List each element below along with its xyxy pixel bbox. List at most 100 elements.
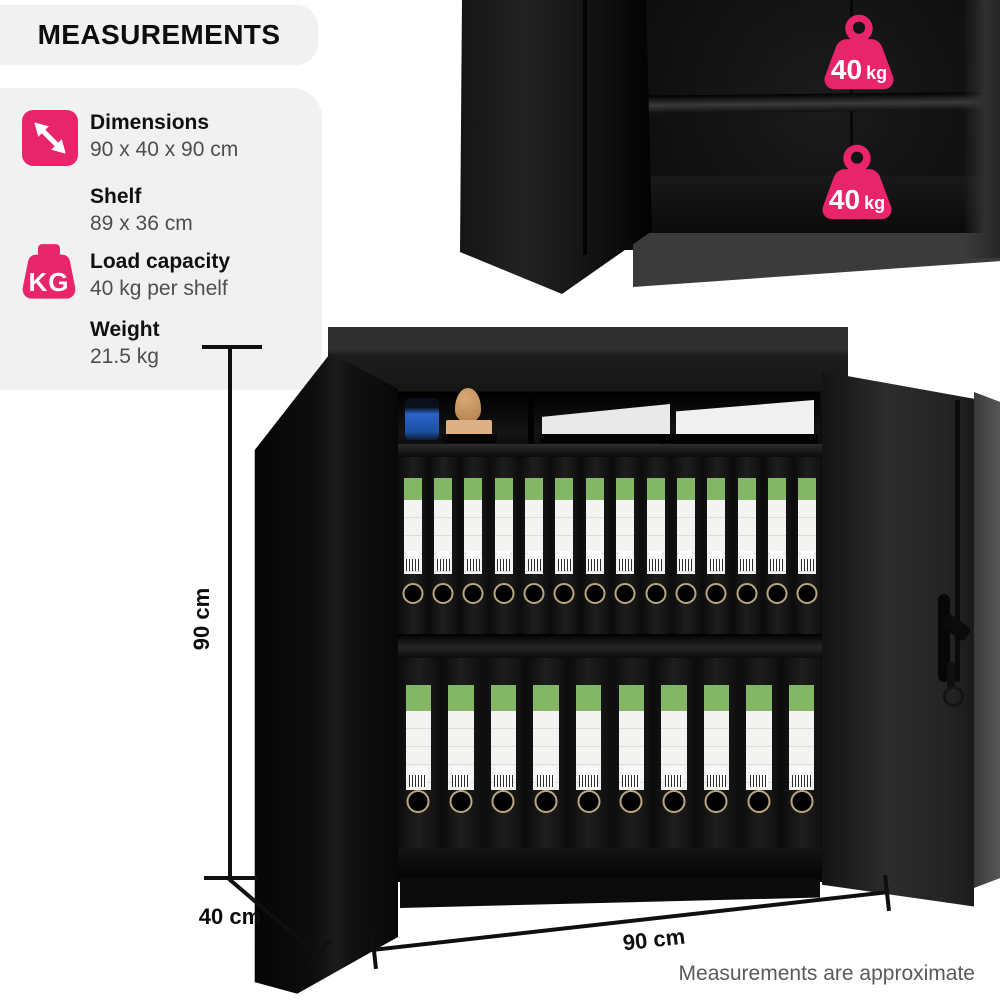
binder-spine-label [405, 685, 432, 790]
binder-finger-hole [523, 583, 545, 604]
binder-spine-label [676, 478, 695, 574]
binder-barcode [622, 767, 641, 787]
binder-spine-label [490, 685, 517, 790]
binder-label-green-band [798, 478, 817, 500]
spec-label-dimensions: Dimensions [90, 111, 210, 134]
blue-stamp [405, 398, 439, 440]
binder-finger-hole [766, 583, 788, 604]
binder-spine-label [646, 478, 665, 574]
binder-barcode [406, 551, 420, 571]
binder-barcode [649, 551, 663, 571]
binder [793, 456, 822, 634]
binder-finger-hole [402, 583, 424, 604]
binder-spine-label [575, 685, 602, 790]
binder [611, 658, 651, 848]
binder-barcode [497, 551, 511, 571]
binder-spine-label [434, 478, 453, 574]
binder-spine-label [533, 685, 559, 790]
compartment-divider [528, 394, 534, 444]
spec-panel: Dimensions 90 x 40 x 90 cm Shelf 89 x 36… [0, 88, 322, 390]
binder-spine-label [494, 478, 513, 574]
cabinet-floor [615, 176, 1000, 236]
height-dimension-label: 90 cm [189, 587, 214, 651]
binder-barcode [709, 551, 723, 571]
spec-value-weight: 21.5 kg [90, 345, 159, 368]
load-badge-unit: kg [866, 63, 888, 83]
binder-label-green-band [525, 478, 544, 500]
binder-label-green-band [405, 685, 432, 711]
upper-shelf-binders [399, 456, 822, 634]
spec-label-weight: Weight [90, 318, 160, 341]
binder-finger-hole [705, 583, 727, 604]
binder-label-green-band [533, 685, 559, 711]
door-lock-rod [955, 400, 960, 682]
binder-finger-hole [432, 583, 454, 604]
binder-spine-label [707, 478, 726, 574]
open-door-panel [460, 0, 652, 294]
binder-barcode [664, 767, 683, 787]
binder-finger-hole [493, 583, 515, 604]
binder-spine-label [403, 478, 422, 574]
binder-finger-hole [534, 790, 558, 813]
approximation-footnote: Measurements are approximate [678, 962, 975, 985]
width-dimension-label: 90 cm [621, 923, 687, 956]
cabinet-plinth [633, 233, 1000, 287]
binder-spine-label [661, 685, 687, 790]
binder [429, 456, 457, 634]
wooden-stamp-handle [455, 388, 481, 422]
binder-label-green-band [707, 478, 726, 500]
binder-barcode [800, 551, 814, 571]
binder-spine-label [737, 478, 756, 574]
binder-label-green-band [555, 478, 574, 500]
binder-label-green-band [494, 478, 513, 500]
cabinet-top-panel [328, 327, 848, 391]
binder-spine-label [585, 478, 604, 574]
binder [782, 658, 821, 848]
binder-finger-hole [662, 790, 686, 813]
binder [641, 456, 670, 634]
binder-barcode [436, 551, 450, 571]
binder-spine-label [788, 685, 815, 790]
binder [550, 456, 579, 634]
binder-label-green-band [676, 478, 695, 500]
binder-spine-label [616, 478, 635, 574]
binder-barcode [451, 767, 471, 787]
door-key-ring [943, 686, 964, 707]
height-dimension-tick-top [202, 345, 262, 349]
load-badge-unit: kg [864, 193, 886, 213]
binder-label-green-band [618, 685, 644, 711]
wooden-stamp-base [446, 420, 492, 435]
lower-shelf-binders [399, 658, 821, 848]
spec-value-load-capacity: 40 kg per shelf [90, 277, 228, 300]
kg-icon-text: KG [28, 267, 70, 297]
binder-label-green-band [434, 478, 453, 500]
binder-label-green-band [403, 478, 422, 500]
height-dimension-line [228, 347, 232, 878]
spec-value-dimensions: 90 x 40 x 90 cm [90, 138, 239, 161]
binder-finger-hole [491, 790, 515, 813]
binder-spine-label [703, 685, 730, 790]
load-badge-value: 40 [830, 54, 863, 85]
binder [490, 456, 518, 634]
page-title: MEASUREMENTS [37, 19, 281, 50]
cabinet-back-seam [850, 0, 853, 228]
binder-label-green-band [490, 685, 517, 711]
depth-dimension-label: 40 cm [198, 904, 262, 929]
binder-finger-hole [584, 583, 606, 604]
binder-finger-hole [736, 583, 758, 604]
binder-label-green-band [448, 685, 474, 711]
binder-barcode [579, 767, 598, 787]
binder-barcode [588, 551, 602, 571]
binder [441, 658, 481, 848]
binder [672, 456, 700, 634]
right-door-outer-edge [974, 392, 1000, 888]
binder-barcode [466, 551, 480, 571]
binder-label-green-band [661, 685, 687, 711]
binder-spine-label [555, 478, 574, 574]
binder-spine-label [525, 478, 544, 574]
letter-tray [672, 434, 818, 444]
